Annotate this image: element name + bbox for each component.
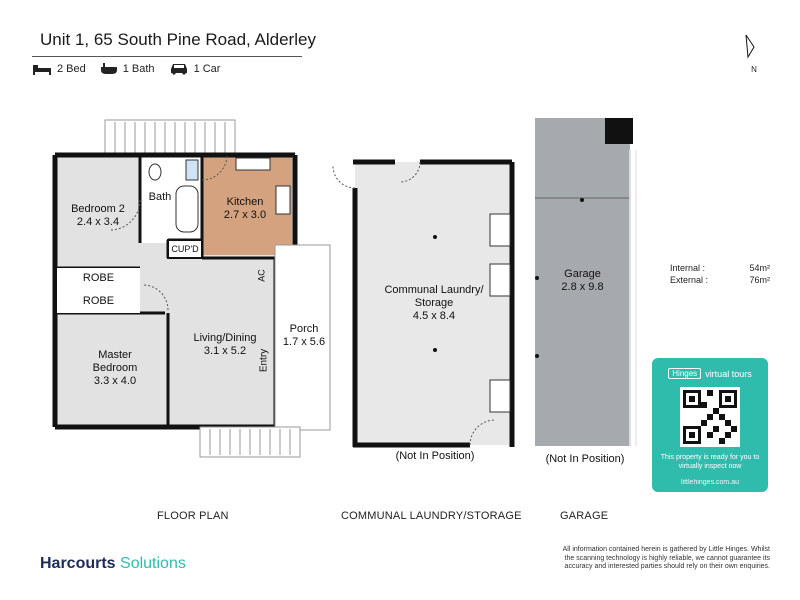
laundry-not-in-position: (Not In Position) xyxy=(395,450,475,462)
laundry-floor xyxy=(355,162,510,445)
feature-car: 1 Car xyxy=(169,62,221,75)
robe2-box xyxy=(57,290,140,313)
room-garage-name: Garage xyxy=(564,268,601,280)
features-row: 2 Bed 1 Bath 1 Car xyxy=(32,62,220,75)
room-kitchen-dims: 2.7 x 3.0 xyxy=(223,209,267,221)
room-master-dims: 3.3 x 4.0 xyxy=(93,375,137,387)
area-external-label: External : xyxy=(670,275,709,285)
car-icon xyxy=(170,64,187,75)
room-living-name: Living/Dining xyxy=(193,332,257,344)
garage-floor xyxy=(535,118,630,446)
room-porch-name: Porch xyxy=(289,323,319,335)
badge-logo-text: virtual tours xyxy=(705,368,752,379)
badge-logo: Hinges virtual tours xyxy=(652,368,768,379)
feature-car-label: 1 Car xyxy=(193,62,221,75)
feature-bath-label: 1 Bath xyxy=(122,62,155,75)
feature-bath: 1 Bath xyxy=(100,62,155,75)
area-summary: Internal : 54m² External : 76m² xyxy=(670,262,770,286)
bath-icon xyxy=(100,63,117,74)
room-living-label: Living/Dining 3.1 x 5.2 xyxy=(180,332,270,358)
toilet xyxy=(148,163,162,181)
room-garage-dims: 2.8 x 9.8 xyxy=(561,281,604,293)
area-external: External : 76m² xyxy=(670,274,770,286)
qr-code-icon[interactable] xyxy=(680,387,740,447)
brand-logo: Harcourts Solutions xyxy=(40,555,186,573)
room-master-name: Master Bedroom xyxy=(92,349,138,374)
room-robe1-label: ROBE xyxy=(82,272,115,284)
room-bedroom2-dims: 2.4 x 3.4 xyxy=(76,216,120,228)
brand-name: Harcourts xyxy=(40,555,116,572)
laundry-tub-1 xyxy=(489,213,511,247)
north-arrow-icon xyxy=(745,34,762,59)
shower xyxy=(185,159,199,181)
area-internal-label: Internal : xyxy=(670,263,706,273)
main-unit xyxy=(52,119,331,458)
room-kitchen-label: Kitchen 2.7 x 3.0 xyxy=(210,196,280,222)
laundry-tub-3 xyxy=(489,379,511,413)
north-compass: N xyxy=(742,33,766,74)
badge-text: This property is ready for you to virtua… xyxy=(660,454,760,470)
cupd-box xyxy=(167,239,203,259)
virtual-tour-badge[interactable]: Hinges virtual tours This property is re… xyxy=(652,358,768,492)
robe1-box xyxy=(57,268,140,290)
room-bath-label: Bath xyxy=(148,191,172,203)
porch-area xyxy=(274,244,331,431)
entry-label: Entry xyxy=(258,348,270,373)
section-floor-plan: FLOOR PLAN xyxy=(157,510,229,522)
room-porch-dims: 1.7 x 5.6 xyxy=(282,336,326,348)
room-laundry-label: Communal Laundry/ Storage 4.5 x 8.4 xyxy=(372,284,496,323)
area-external-value: 76m² xyxy=(749,275,770,285)
garage-corner-block xyxy=(605,118,633,144)
room-bedroom2-label: Bedroom 2 2.4 x 3.4 xyxy=(62,203,134,229)
room-kitchen-name: Kitchen xyxy=(226,196,264,208)
feature-bed: 2 Bed xyxy=(32,63,86,75)
section-laundry: COMMUNAL LAUNDRY/STORAGE xyxy=(341,510,522,522)
room-bedroom2-name: Bedroom 2 xyxy=(71,203,125,215)
cooktop xyxy=(275,185,291,215)
laundry-tub-2 xyxy=(489,263,511,297)
north-label: N xyxy=(751,65,757,74)
area-internal: Internal : 54m² xyxy=(670,262,770,274)
kitchen-sink xyxy=(235,157,271,171)
garage-unit xyxy=(535,118,637,446)
brand-sub: Solutions xyxy=(120,555,186,572)
title-divider xyxy=(32,56,302,57)
room-living-dims: 3.1 x 5.2 xyxy=(203,345,247,357)
room-cupd-label: CUP'D xyxy=(171,244,199,254)
feature-bed-label: 2 Bed xyxy=(57,62,86,75)
rear-stairs xyxy=(104,119,236,156)
laundry-unit xyxy=(332,159,515,448)
room-master-label: Master Bedroom 3.3 x 4.0 xyxy=(70,349,160,388)
badge-url[interactable]: littlehinges.com.au xyxy=(681,479,739,486)
disclaimer: All information contained herein is gath… xyxy=(562,546,770,570)
room-laundry-dims: 4.5 x 8.4 xyxy=(412,310,456,322)
area-internal-value: 54m² xyxy=(749,263,770,273)
section-garage: GARAGE xyxy=(560,510,609,522)
garage-not-in-position: (Not In Position) xyxy=(545,453,625,465)
room-garage-label: Garage 2.8 x 9.8 xyxy=(540,268,625,294)
room-laundry-name: Communal Laundry/ Storage xyxy=(384,284,484,309)
badge-logo-box: Hinges xyxy=(668,368,702,379)
ac-label: AC xyxy=(256,269,267,282)
property-title: Unit 1, 65 South Pine Road, Alderley xyxy=(40,30,316,49)
room-porch-label: Porch 1.7 x 5.6 xyxy=(278,323,330,349)
bed-icon xyxy=(33,64,51,75)
bathtub xyxy=(175,185,199,233)
room-robe2-label: ROBE xyxy=(82,295,115,307)
